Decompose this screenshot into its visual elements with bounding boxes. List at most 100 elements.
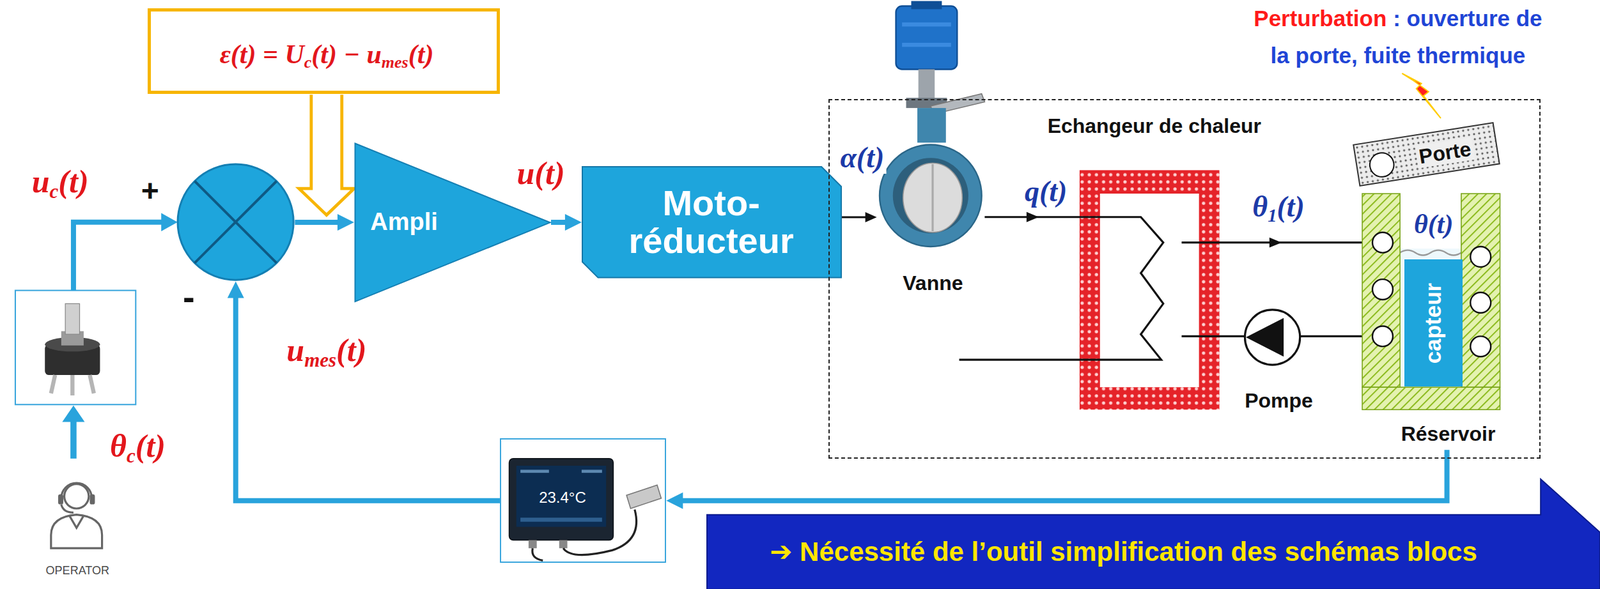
- setpoint-arrowhead: [161, 212, 178, 232]
- node-text: Vanne: [902, 272, 963, 296]
- node-shape: [176, 163, 295, 282]
- arrowhead: [565, 214, 582, 231]
- callout-arrow: [299, 94, 355, 215]
- tank-picture: [1362, 193, 1501, 410]
- summing-cross: [194, 181, 277, 264]
- signal-label: θ1(t): [1252, 192, 1305, 222]
- liquid-surface: [1399, 250, 1462, 256]
- subscript: mes: [304, 348, 337, 371]
- connector-line: [235, 291, 500, 502]
- connector-line: [676, 450, 1448, 501]
- signal-label: u(t): [517, 157, 566, 190]
- node-text: OPERATOR: [46, 565, 110, 578]
- signal-connector: [551, 214, 582, 231]
- arrowhead: [337, 214, 355, 231]
- arrowhead: [865, 212, 878, 223]
- subscript: c: [304, 53, 312, 72]
- operator-collar: [69, 515, 84, 529]
- node-shape: [706, 479, 1600, 589]
- signal-label: θ(t): [1412, 209, 1455, 240]
- subscript: mes: [381, 53, 409, 72]
- setpoint-wire: [73, 222, 166, 291]
- signal-label: umes(t): [286, 334, 367, 367]
- valve-actuator-rib: [901, 42, 952, 47]
- coil-turn: [1372, 326, 1393, 347]
- valve-stem: [918, 69, 936, 100]
- operator: OPERATOR: [40, 471, 115, 584]
- screen-bar: [520, 517, 603, 522]
- node-text: Echangeur de chaleur: [1047, 115, 1262, 139]
- subscript: 1: [1267, 205, 1277, 226]
- node-text: -: [182, 277, 195, 318]
- subscript: c: [126, 444, 136, 467]
- tank-wall: [1362, 193, 1400, 388]
- heat-exchanger: [959, 170, 1372, 410]
- operator-headset: [61, 483, 93, 499]
- potentiometer-frame: [15, 290, 136, 406]
- screen-bar: [581, 469, 603, 474]
- gearmotor-shape: [582, 166, 842, 279]
- exchanger-shell: [1079, 170, 1220, 410]
- signal-connector: [294, 214, 355, 231]
- screen-bar: [520, 469, 550, 474]
- signal-connector: [227, 281, 500, 502]
- valve-actuator: [896, 6, 958, 70]
- signal-connector: [841, 212, 878, 223]
- valve-picture: [879, 1, 985, 247]
- potentiometer: [15, 290, 136, 406]
- door: Porte: [1352, 122, 1501, 187]
- gearmotor-block: Moto- réducteur: [581, 166, 842, 279]
- operator-head: [64, 484, 89, 509]
- pump: Pompe: [1231, 309, 1329, 416]
- perturbation-note: Perturbation: ouverture de la porte, fui…: [1247, 0, 1549, 75]
- valve-actuator-cap: [910, 1, 942, 10]
- summing-junction: +-: [176, 163, 295, 282]
- cable: [563, 510, 637, 556]
- coil-turn: [1470, 336, 1491, 357]
- arrowhead: [227, 281, 245, 299]
- node-text: 23.4°C: [538, 489, 587, 507]
- potentiometer-shaft: [65, 303, 80, 335]
- flow-arrowhead: [1269, 237, 1282, 249]
- operator-arrowhead: [62, 405, 85, 423]
- node-text: Moto- réducteur: [596, 184, 826, 261]
- pump-symbol: [1244, 310, 1300, 366]
- node-text: ➔ Nécessité de l’outil simplification de…: [769, 536, 1478, 567]
- operator-arrow-shaft: [70, 418, 77, 459]
- display-screen: [516, 466, 606, 528]
- node-text: Porte: [1415, 136, 1476, 169]
- node-text: capteur: [1421, 282, 1446, 364]
- pump-triangle: [1245, 318, 1284, 358]
- node-text: Pompe: [1244, 389, 1313, 413]
- coil-turn: [1372, 279, 1393, 300]
- conclusion-banner: ➔ Nécessité de l’outil simplification de…: [706, 479, 1600, 589]
- equation-callout: ε(t) = Uc(t) − umes(t): [147, 8, 500, 94]
- probe: [626, 485, 661, 509]
- operator-mic: [61, 504, 74, 514]
- node-text: Réservoir: [1401, 423, 1496, 447]
- valve-bore: [893, 157, 969, 234]
- potentiometer-pins: [51, 375, 94, 396]
- thermometer-display: 23.4°C: [499, 438, 667, 564]
- tank-wall: [1461, 193, 1501, 388]
- valve-actuator-rib: [901, 22, 952, 27]
- valve-disc: [903, 163, 963, 233]
- valve-body: [879, 145, 982, 248]
- node-text: ε(t) = Uc(t) − umes(t): [219, 39, 435, 70]
- cable: [532, 548, 543, 561]
- valve-neck: [917, 108, 947, 143]
- signal-label: α(t): [838, 141, 886, 174]
- node-text: Ampli: [370, 209, 438, 236]
- summing-circle: [177, 164, 294, 280]
- arrowhead: [666, 492, 683, 510]
- temperature-sensor: capteur: [1404, 259, 1463, 388]
- banner-arrow: [706, 479, 1600, 589]
- operator-body: [51, 515, 103, 550]
- connector-line: [294, 219, 344, 226]
- coil-turn: [1372, 232, 1393, 254]
- node-text: +: [141, 173, 160, 208]
- coil-turn: [1470, 292, 1491, 314]
- perturbation-text: Perturbation: [1253, 5, 1387, 31]
- valve-disc-axis: [931, 164, 934, 232]
- signal-label: θc(t): [109, 430, 166, 463]
